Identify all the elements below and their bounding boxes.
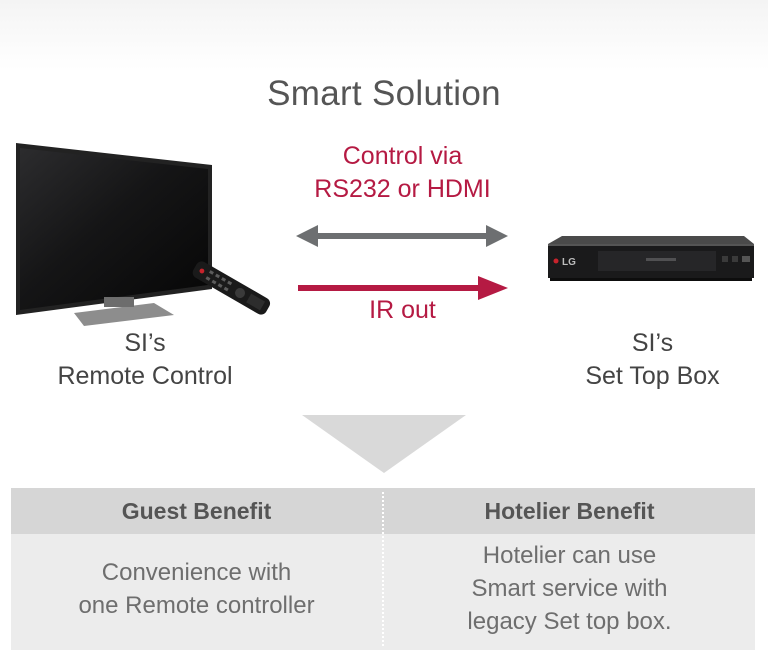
set-top-box-image: LG: [548, 236, 754, 281]
guest-benefit-heading: Guest Benefit: [121, 498, 272, 524]
bidirectional-arrow: [296, 225, 508, 247]
tv-with-remote-image: [16, 143, 271, 326]
tv-device-label: SI’s Remote Control: [57, 329, 233, 390]
ir-out-arrow: [298, 276, 508, 300]
down-arrow-icon: [302, 415, 466, 473]
stb-device-label: SI’s Set Top Box: [585, 329, 720, 390]
stb-brand-logo: LG: [562, 257, 576, 268]
hotelier-benefit-text: Hotelier can use Smart service with lega…: [467, 542, 672, 635]
guest-benefit-text: Convenience with one Remote controller: [78, 559, 315, 619]
benefit-table: Guest Benefit Hotelier Benefit Convenien…: [11, 488, 755, 650]
page-title: Smart Solution: [267, 74, 501, 113]
column-divider: [382, 492, 384, 646]
hotelier-benefit-heading: Hotelier Benefit: [484, 498, 655, 524]
control-via-label: Control via RS232 or HDMI: [314, 142, 491, 203]
header-background: [0, 0, 768, 70]
ir-out-label: IR out: [369, 296, 436, 324]
signal-arrows: [296, 225, 508, 300]
